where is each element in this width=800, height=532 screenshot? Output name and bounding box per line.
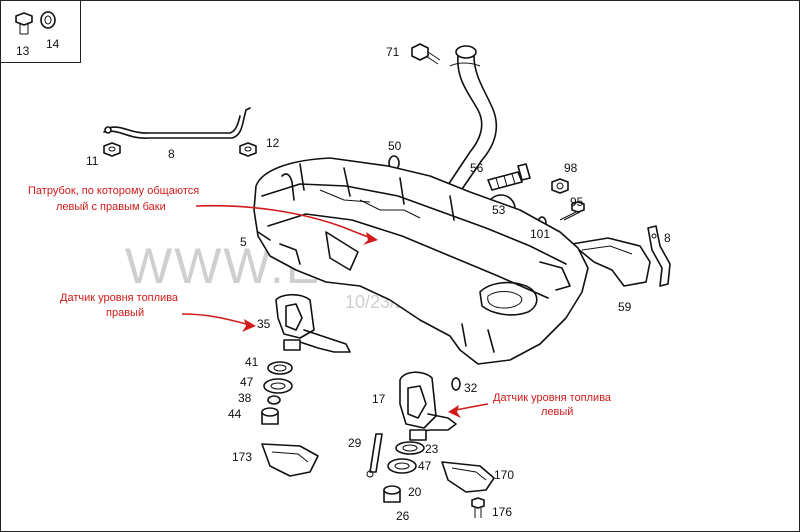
valve-56-part [487, 163, 531, 191]
callout-176: 176 [492, 505, 512, 519]
left-sender-pointer-arrow [448, 403, 489, 418]
bolt-71-part [411, 43, 441, 65]
plug-44-part [261, 407, 279, 425]
annotation-left-sender-line1: Датчик уровня топлива [493, 392, 612, 404]
bolt-176-part [471, 497, 485, 518]
left-fuel-sender-17-part [399, 371, 457, 441]
callout-98: 98 [564, 161, 578, 175]
callout-8-strap: 8 [168, 147, 175, 161]
nut-98-part [551, 178, 569, 194]
callout-12: 12 [266, 136, 280, 150]
callout-11: 11 [86, 154, 99, 168]
cover-173-part [261, 443, 319, 477]
annotation-crossover-line2: левый с правым баки [56, 201, 166, 213]
callout-56: 56 [470, 161, 484, 175]
bolt-13-part [15, 12, 33, 35]
callout-44: 44 [228, 407, 242, 421]
callout-101: 101 [530, 227, 550, 241]
crossover-pointer-arrow [195, 204, 378, 245]
callout-23: 23 [425, 442, 439, 456]
o-ring-32-part [451, 377, 461, 391]
seal-47a-part [263, 378, 293, 394]
screw-95-part [559, 201, 585, 221]
rod-29-part [366, 433, 383, 478]
inset-label-14: 14 [46, 37, 60, 51]
annotation-right-sender-line2: правый [106, 307, 144, 319]
plug-20-part [383, 485, 401, 503]
callout-26: 26 [396, 509, 410, 523]
nut-11-part [103, 142, 121, 157]
annotation-crossover-line1: Патрубок, по которому общаются [28, 185, 199, 197]
seal-47b-part [387, 458, 417, 474]
callout-47-left: 47 [418, 459, 432, 473]
callout-35: 35 [257, 317, 271, 331]
cover-170-part [441, 461, 495, 493]
callout-5: 5 [240, 235, 247, 249]
heat-shield-59-part [571, 237, 651, 287]
callout-59: 59 [618, 300, 632, 314]
callout-173: 173 [232, 450, 252, 464]
callout-8-bracket: 8 [664, 231, 671, 245]
nut-12-part [239, 142, 257, 157]
inset-label-13: 13 [16, 44, 30, 58]
tank-strap-part [103, 107, 251, 139]
callout-41: 41 [245, 355, 259, 369]
callout-53: 53 [492, 203, 506, 217]
callout-50: 50 [388, 139, 402, 153]
callout-170: 170 [494, 468, 514, 482]
callout-32: 32 [464, 381, 478, 395]
callout-47-right: 47 [240, 375, 254, 389]
seal-23-part [395, 441, 425, 455]
callout-71: 71 [386, 45, 400, 59]
callout-38: 38 [238, 391, 252, 405]
right-fuel-sender-35-part [275, 293, 351, 353]
annotation-right-sender-line1: Датчик уровня топлива [60, 292, 179, 304]
right-sender-pointer-arrow [181, 313, 256, 332]
inset-box: 13 14 [0, 0, 81, 63]
o-ring-41-part [267, 361, 293, 375]
callout-20: 20 [408, 485, 422, 499]
bracket-8-part [647, 225, 671, 287]
fuel-tank-part [253, 157, 589, 365]
callout-29: 29 [348, 436, 362, 450]
callout-95: 95 [570, 195, 584, 209]
callout-17: 17 [372, 392, 386, 406]
annotation-left-sender-line2: левый [541, 406, 573, 418]
filler-neck-part [445, 45, 498, 193]
ring-38-part [267, 395, 281, 405]
washer-14-part [40, 11, 56, 29]
